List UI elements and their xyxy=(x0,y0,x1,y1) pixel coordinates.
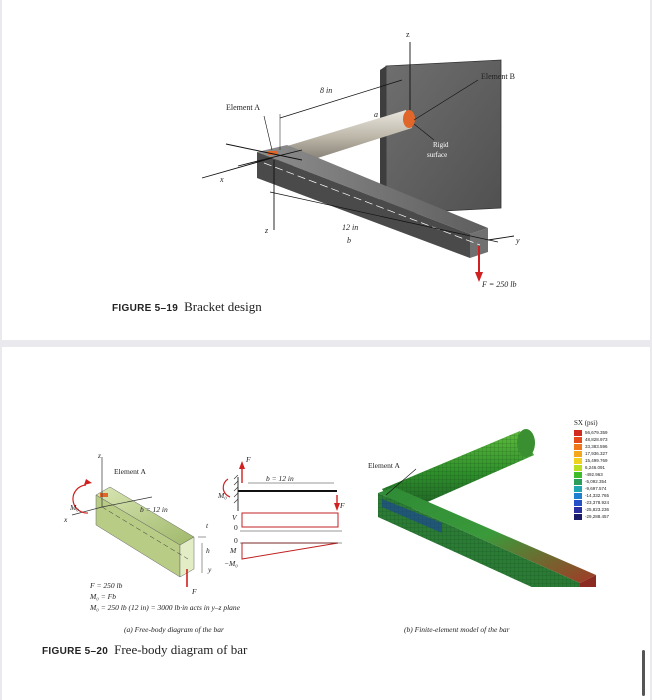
fbd-element-a-label: Element A xyxy=(114,467,146,476)
legend-swatch xyxy=(574,429,582,436)
legend-row: 15,499.769 xyxy=(574,457,640,464)
a-label: a xyxy=(374,110,378,119)
shear-zero-label: 0 xyxy=(234,523,238,532)
z-bottom-label: z xyxy=(265,226,269,235)
scrollbar[interactable] xyxy=(642,650,645,696)
legend-value: -23,378.924 xyxy=(585,500,610,505)
legend-rows: 56,679.359 48,828.973 33,383.596 17,936.327… xyxy=(574,429,640,520)
fbd-y-label: y xyxy=(208,565,212,574)
legend-swatch xyxy=(574,492,582,499)
fbd-f-label: F xyxy=(192,587,197,596)
legend-row: -23,378.924 xyxy=(574,499,640,506)
element-a-label: Element A xyxy=(226,103,260,112)
cantilever-b12-label: b = 12 in xyxy=(266,474,294,483)
fbd-mo-label: M₀ xyxy=(70,503,79,512)
legend-row: 48,828.973 xyxy=(574,436,640,443)
eq-moment: M₀ = Fb xyxy=(90,592,116,601)
free-body-diagram xyxy=(71,457,342,587)
legend-row: -14,332.765 xyxy=(574,492,640,499)
legend-value: -492.963 xyxy=(585,472,603,477)
legend-swatch xyxy=(574,499,582,506)
figure-5-20-panel: Element A M₀ x z b = 12 in t h y F b = 1… xyxy=(2,347,650,700)
legend-row: -29,288.457 xyxy=(574,513,640,520)
fbd-z-label: z xyxy=(98,451,101,460)
legend-swatch xyxy=(574,436,582,443)
legend-title: SX (psi) xyxy=(574,419,598,427)
x-axis-label: x xyxy=(220,175,224,184)
eq-force: F = 250 lb xyxy=(90,581,123,590)
shear-v-label: V xyxy=(232,513,237,522)
moment-negmo-label: −M₀ xyxy=(224,559,238,568)
legend-value: 48,828.973 xyxy=(585,437,608,442)
legend-value: -9,697.574 xyxy=(585,486,607,491)
legend-value: 17,936.327 xyxy=(585,451,608,456)
b-label: b xyxy=(347,236,351,245)
legend-value: -5,092.354 xyxy=(585,479,607,484)
dim-8-label: 8 in xyxy=(320,86,333,95)
figure-title: Bracket design xyxy=(184,299,262,314)
z-top-label: z xyxy=(406,30,410,39)
stress-legend: SX (psi) 56,679.359 48,828.973 33,383.596 1… xyxy=(574,419,640,520)
dim-12-label: 12 in xyxy=(342,223,359,232)
fbd-b12-diag-label: b = 12 in xyxy=(140,505,168,514)
legend-value: 33,383.596 xyxy=(585,444,608,449)
eq-moment-value: M₀ = 250 lb (12 in) = 3000 lb·in acts in… xyxy=(90,603,241,612)
figure-5-20-caption: FIGURE 5–20 Free-body diagram of bar xyxy=(42,642,247,658)
legend-row: 6,246.091 xyxy=(574,464,640,471)
legend-swatch xyxy=(574,513,582,520)
legend-swatch xyxy=(574,506,582,513)
legend-swatch xyxy=(574,485,582,492)
legend-row: -492.963 xyxy=(574,471,640,478)
legend-swatch xyxy=(574,450,582,457)
legend-swatch xyxy=(574,443,582,450)
rigid-label: Rigid xyxy=(433,141,449,149)
cantilever-f-right-label: F xyxy=(340,501,345,510)
finite-element-model xyxy=(378,429,596,587)
surface-label: surface xyxy=(427,151,448,159)
bar-top xyxy=(257,145,488,234)
legend-row: 17,936.327 xyxy=(574,450,640,457)
figure-title: Free-body diagram of bar xyxy=(114,642,248,657)
subcaption-a: (a) Free-body diagram of the bar xyxy=(124,625,224,634)
legend-swatch xyxy=(574,464,582,471)
legend-row: 56,679.359 xyxy=(574,429,640,436)
legend-row: 33,383.596 xyxy=(574,443,640,450)
figure-5-19-panel: Element A Element B 8 in a z Rigid surfa… xyxy=(2,0,650,340)
moment-m-label: M xyxy=(230,546,237,555)
rigid-wall xyxy=(385,59,502,215)
fbd-t-label: t xyxy=(206,521,209,530)
legend-value: 6,246.091 xyxy=(585,465,606,470)
bar-side xyxy=(257,152,470,258)
legend-value: 56,679.359 xyxy=(585,430,608,435)
legend-swatch xyxy=(574,457,582,464)
cantilever-f-label: F xyxy=(246,455,251,464)
figure-number: FIGURE 5–20 xyxy=(42,646,109,657)
fbd-h-label: h xyxy=(206,546,210,555)
legend-swatch xyxy=(574,478,582,485)
legend-row: -9,697.574 xyxy=(574,485,640,492)
moment-zero-label: 0 xyxy=(234,536,238,545)
cantilever-mo-label: M₀ xyxy=(218,491,227,500)
figure-5-19-caption: FIGURE 5–19 Bracket design xyxy=(112,299,262,315)
figure-number: FIGURE 5–19 xyxy=(112,303,179,314)
legend-row: -25,823.236 xyxy=(574,506,640,513)
legend-value: -25,823.236 xyxy=(585,507,610,512)
subcaption-b: (b) Finite-element model of the bar xyxy=(404,625,510,634)
legend-value: -14,332.765 xyxy=(585,493,610,498)
element-b-label: Element B xyxy=(481,72,515,81)
fbd-x-label: x xyxy=(64,515,68,524)
legend-row: -5,092.354 xyxy=(574,478,640,485)
y-axis-label: y xyxy=(516,236,520,245)
force-label: F = 250 lb xyxy=(482,280,517,289)
bracket-design-illustration xyxy=(201,42,515,282)
fem-element-a-label: Element A xyxy=(368,461,400,470)
legend-swatch xyxy=(574,471,582,478)
legend-value: 15,499.769 xyxy=(585,458,608,463)
legend-value: -29,288.457 xyxy=(585,514,610,519)
